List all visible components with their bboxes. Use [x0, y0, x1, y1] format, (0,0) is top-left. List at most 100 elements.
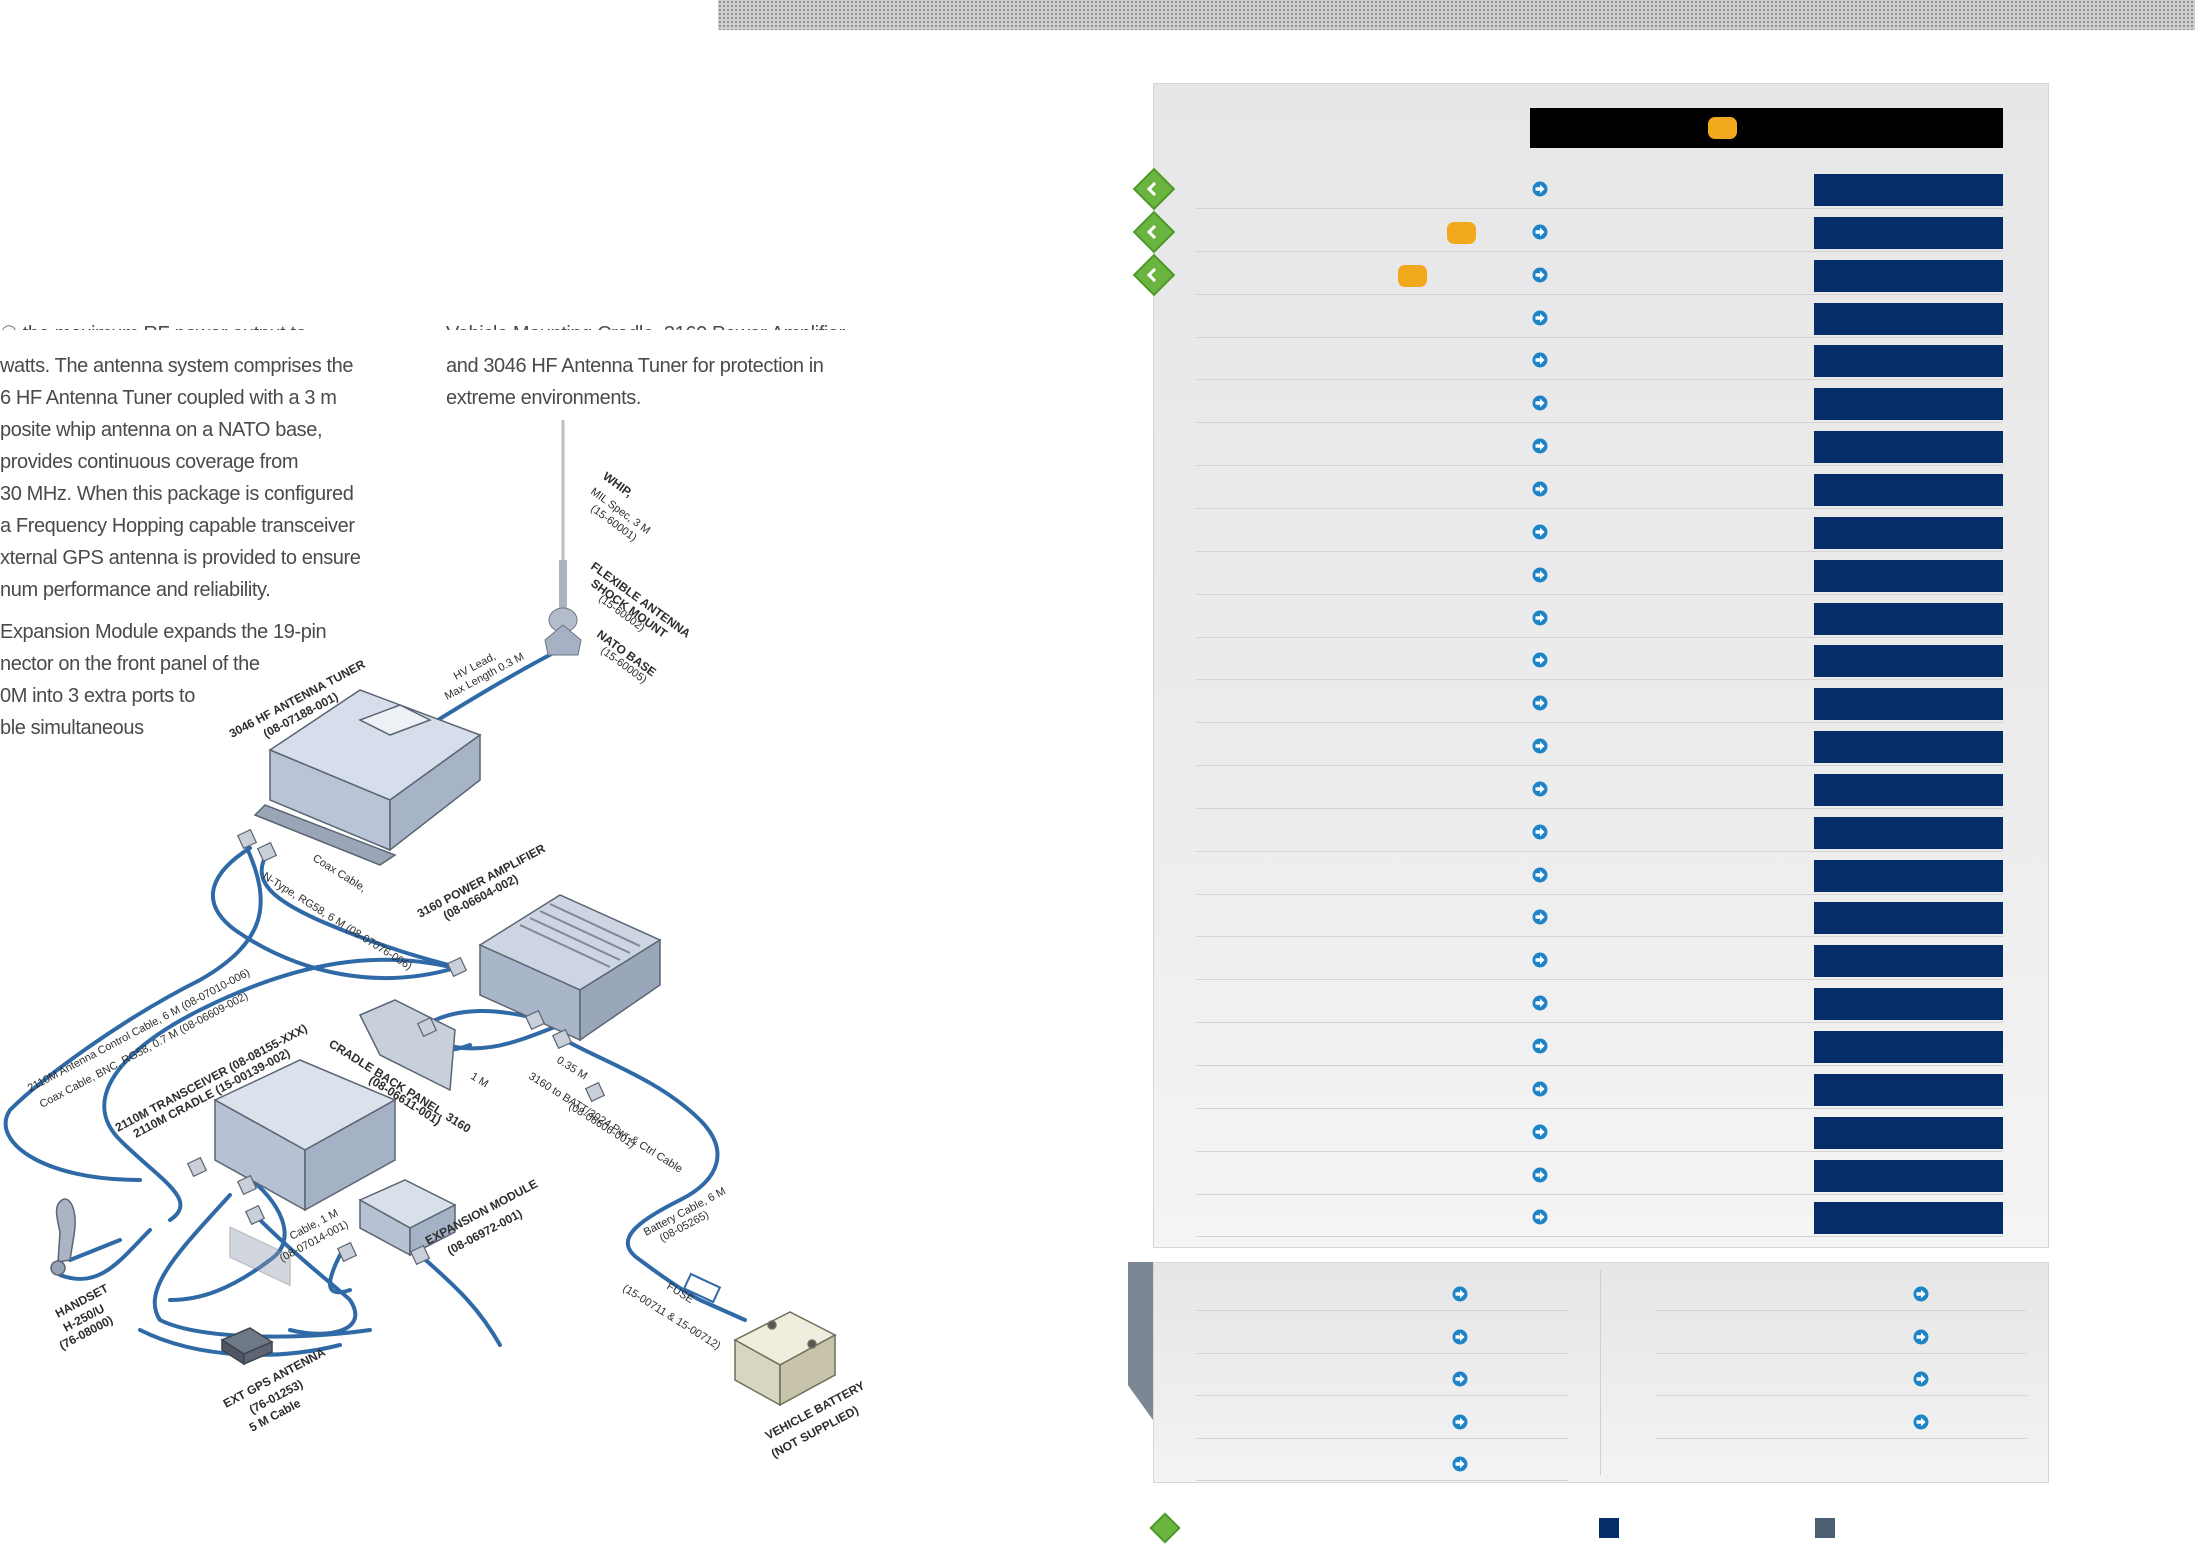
- label-1m: 1 M: [468, 1070, 490, 1090]
- checklist-navy-bar: [1814, 174, 2003, 206]
- legend-required-icon: [1149, 1512, 1181, 1544]
- checklist-row: [1196, 637, 2003, 680]
- accessory-row-left: [1196, 1396, 1568, 1439]
- orange-badge: [1447, 222, 1476, 244]
- expansion-module-box: [358, 1179, 457, 1257]
- checklist-navy-bar: [1814, 217, 2003, 249]
- intro-text-line: 0M into 3 extra ports to: [0, 685, 195, 707]
- arrow-right-icon[interactable]: [1532, 1209, 1548, 1225]
- arrow-right-icon[interactable]: [1532, 524, 1548, 540]
- intro-text-line: xternal GPS antenna is provided to ensur…: [0, 547, 361, 569]
- checklist-row: [1196, 1109, 2003, 1152]
- checklist-row: [1196, 166, 2003, 209]
- checklist-row: [1196, 552, 2003, 595]
- arrow-right-icon[interactable]: [1532, 652, 1548, 668]
- arrow-right-icon[interactable]: [1532, 867, 1548, 883]
- arrow-right-icon[interactable]: [1532, 738, 1548, 754]
- accessory-row-left: [1196, 1311, 1568, 1354]
- checklist-navy-bar: [1814, 1074, 2003, 1106]
- arrow-right-icon[interactable]: [1532, 481, 1548, 497]
- intro-text-line: provides continuous coverage from: [0, 451, 299, 473]
- arrow-right-icon[interactable]: [1532, 1038, 1548, 1054]
- checklist-row: [1196, 894, 2003, 937]
- arrow-right-icon[interactable]: [1532, 395, 1548, 411]
- intro-text-line: a Frequency Hopping capable transceiver: [0, 515, 355, 537]
- accessories-panel: [1153, 1262, 2049, 1483]
- checklist-navy-bar: [1814, 560, 2003, 592]
- label-power-amplifier: 3160 POWER AMPLIFIER: [415, 841, 548, 921]
- arrow-right-icon[interactable]: [1532, 567, 1548, 583]
- arrow-right-icon[interactable]: [1532, 824, 1548, 840]
- checklist-row: [1196, 380, 2003, 423]
- checklist-row: [1196, 766, 2003, 809]
- arrow-right-icon[interactable]: [1452, 1286, 1468, 1302]
- arrow-right-icon[interactable]: [1532, 952, 1548, 968]
- checklist-row: [1196, 1194, 2003, 1237]
- checklist-navy-bar: [1814, 688, 2003, 720]
- header-dot-pattern: [718, 0, 2195, 30]
- checklist-row: [1196, 809, 2003, 852]
- connection-diagram: WHIP, MIL Spec, 3 M (15-60001) FLEXIBLE …: [3, 420, 867, 1461]
- intro-text-line: extreme environments.: [446, 387, 642, 409]
- arrow-right-icon[interactable]: [1532, 267, 1548, 283]
- arrow-right-icon[interactable]: [1452, 1329, 1468, 1345]
- arrow-right-icon[interactable]: [1452, 1371, 1468, 1387]
- checklist-navy-bar: [1814, 388, 2003, 420]
- checklist-navy-bar: [1814, 431, 2003, 463]
- label-035m: 0.35 M: [554, 1054, 589, 1082]
- intro-text-line: num performance and reliability.: [0, 579, 271, 601]
- arrow-right-icon[interactable]: [1913, 1286, 1929, 1302]
- accessory-row-right: [1656, 1311, 2027, 1354]
- arrow-right-icon[interactable]: [1532, 1081, 1548, 1097]
- checklist-row: [1196, 1023, 2003, 1066]
- arrow-right-icon[interactable]: [1532, 909, 1548, 925]
- arrow-right-icon[interactable]: [1532, 181, 1548, 197]
- arrow-right-icon[interactable]: [1913, 1371, 1929, 1387]
- checklist-navy-bar: [1814, 645, 2003, 677]
- arrow-right-icon[interactable]: [1532, 695, 1548, 711]
- legend-slate-square: [1815, 1518, 1835, 1538]
- intro-text-line: and 3046 HF Antenna Tuner for protection…: [446, 355, 824, 377]
- antenna-control-cable: [3, 846, 263, 1182]
- arrow-right-icon[interactable]: [1532, 1167, 1548, 1183]
- checklist-navy-bar: [1814, 517, 2003, 549]
- accessory-row-right: [1656, 1396, 2027, 1439]
- checklist-row: [1196, 595, 2003, 638]
- label-coax-6m: Coax Cable,: [310, 852, 368, 894]
- arrow-right-icon[interactable]: [1532, 610, 1548, 626]
- accessory-row-left: [1196, 1268, 1568, 1311]
- checklist-row: [1196, 252, 2003, 295]
- arrow-right-icon[interactable]: [1532, 781, 1548, 797]
- arrow-right-icon[interactable]: [1452, 1456, 1468, 1472]
- checklist-navy-bar: [1814, 260, 2003, 292]
- checklist-navy-bar: [1814, 603, 2003, 635]
- intro-text-line: Expansion Module expands the 19-pin: [0, 621, 327, 643]
- arrow-right-icon[interactable]: [1532, 224, 1548, 240]
- legend-navy-square: [1599, 1518, 1619, 1538]
- checklist-navy-bar: [1814, 817, 2003, 849]
- arrow-right-icon[interactable]: [1532, 352, 1548, 368]
- checklist-row: [1196, 680, 2003, 723]
- arrow-right-icon[interactable]: [1913, 1329, 1929, 1345]
- checklist-row: [1196, 466, 2003, 509]
- hv-lead-cable: [428, 646, 565, 727]
- checklist-navy-bar: [1814, 1031, 2003, 1063]
- header-orange-badge: [1708, 117, 1737, 139]
- arrow-right-icon[interactable]: [1452, 1414, 1468, 1430]
- arrow-right-icon[interactable]: [1532, 1124, 1548, 1140]
- arrow-right-icon[interactable]: [1532, 310, 1548, 326]
- arrow-right-icon[interactable]: [1532, 438, 1548, 454]
- checklist-navy-bar: [1814, 945, 2003, 977]
- vehicle-battery: [733, 1311, 837, 1407]
- accessories-divider: [1600, 1270, 1601, 1475]
- checklist-navy-bar: [1814, 345, 2003, 377]
- handset: [50, 1198, 76, 1276]
- coax-bnc-cable: [102, 957, 457, 1222]
- connectors: [186, 828, 606, 1266]
- arrow-right-icon[interactable]: [1913, 1414, 1929, 1430]
- cables: [3, 646, 747, 1357]
- checklist-row: [1196, 337, 2003, 380]
- accessory-row-left: [1196, 1353, 1568, 1396]
- checklist-navy-bar: [1814, 774, 2003, 806]
- arrow-right-icon[interactable]: [1532, 995, 1548, 1011]
